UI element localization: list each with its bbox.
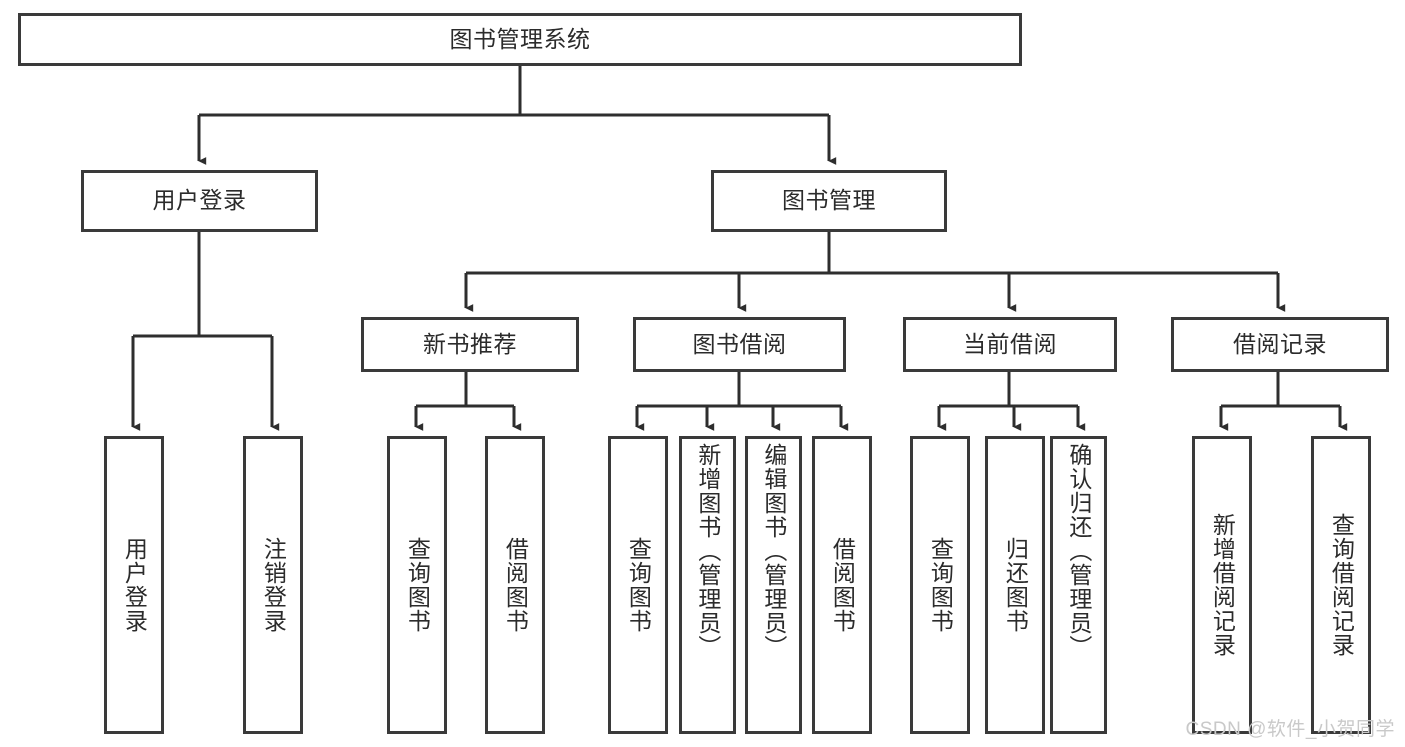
node-label-l7: 编辑图书（管理员） — [760, 443, 787, 659]
node-label-l5: 查询图书 — [625, 537, 652, 633]
node-box-l13: 查询借阅记录 — [1311, 436, 1371, 734]
node-label-l11: 确认归还（管理员） — [1065, 443, 1092, 659]
node-box-bookmgmt: 图书管理 — [711, 170, 947, 232]
node-label-l12: 新增借阅记录 — [1209, 513, 1236, 657]
node-label-login: 用户登录 — [152, 187, 247, 214]
node-box-l6: 新增图书（管理员） — [679, 436, 736, 734]
node-box-records: 借阅记录 — [1171, 317, 1389, 372]
node-box-l1: 用户登录 — [104, 436, 164, 734]
node-label-l10: 归还图书 — [1002, 537, 1029, 633]
node-label-l9: 查询图书 — [927, 537, 954, 633]
node-label-newbook: 新书推荐 — [423, 330, 517, 357]
node-label-l4: 借阅图书 — [502, 537, 529, 633]
node-label-l1: 用户登录 — [121, 537, 148, 633]
node-box-current: 当前借阅 — [903, 317, 1117, 372]
node-box-root: 图书管理系统 — [18, 13, 1022, 66]
node-label-l13: 查询借阅记录 — [1328, 513, 1355, 657]
connector-lines — [131, 66, 1348, 431]
node-box-l9: 查询图书 — [910, 436, 970, 734]
node-box-l11: 确认归还（管理员） — [1050, 436, 1107, 734]
node-label-l2: 注销登录 — [260, 537, 287, 633]
node-box-l3: 查询图书 — [387, 436, 447, 734]
node-box-l12: 新增借阅记录 — [1192, 436, 1252, 734]
node-label-bookmgmt: 图书管理 — [782, 187, 876, 214]
watermark-text: CSDN @软件_小贺同学 — [1185, 719, 1395, 740]
node-box-borrow: 图书借阅 — [633, 317, 846, 372]
node-box-l4: 借阅图书 — [485, 436, 545, 734]
node-label-root: 图书管理系统 — [449, 25, 591, 52]
node-box-l2: 注销登录 — [243, 436, 303, 734]
node-label-l6: 新增图书（管理员） — [694, 443, 721, 659]
node-box-l5: 查询图书 — [608, 436, 668, 734]
node-box-login: 用户登录 — [81, 170, 318, 232]
node-box-l8: 借阅图书 — [812, 436, 872, 734]
node-label-records: 借阅记录 — [1233, 330, 1327, 357]
node-label-borrow: 图书借阅 — [692, 330, 787, 357]
node-label-l3: 查询图书 — [404, 537, 431, 633]
node-box-l10: 归还图书 — [985, 436, 1045, 734]
node-label-l8: 借阅图书 — [829, 537, 856, 633]
node-box-newbook: 新书推荐 — [361, 317, 579, 372]
node-label-current: 当前借阅 — [963, 330, 1057, 357]
node-box-l7: 编辑图书（管理员） — [745, 436, 802, 734]
